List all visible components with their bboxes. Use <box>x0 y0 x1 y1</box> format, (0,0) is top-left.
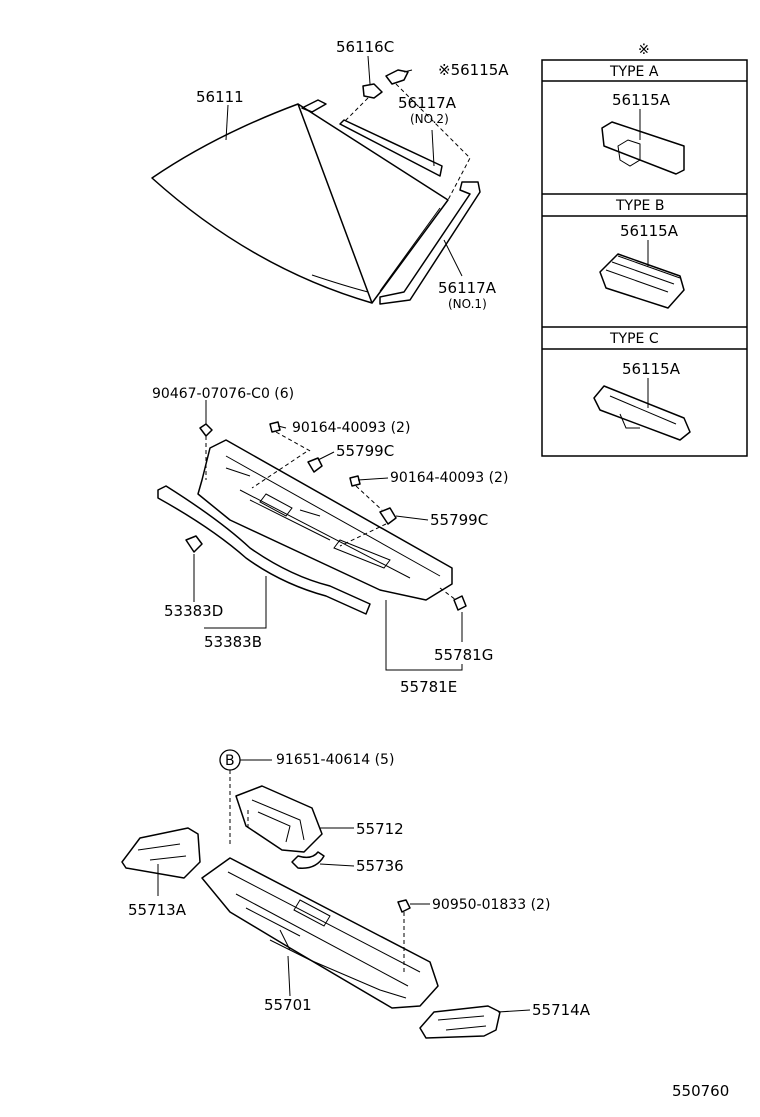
leader-line <box>367 55 371 85</box>
windshield-moulding-no1 <box>379 181 481 305</box>
label-55701: 55701 <box>264 996 312 1014</box>
label-90164-a: 90164-40093 (2) <box>292 420 410 436</box>
leader-line <box>319 863 355 867</box>
label-55781e: 55781E <box>400 678 457 696</box>
leader-line <box>287 955 291 997</box>
label-90164-b: 90164-40093 (2) <box>390 470 508 486</box>
bracket-55714a <box>419 1005 501 1039</box>
label-56115a: ※56115A <box>438 61 509 79</box>
type-a-part: 56115A <box>612 91 671 109</box>
circle-b-marker: B <box>219 749 241 771</box>
cowl-side-panel-55712 <box>235 785 323 853</box>
leader-line <box>403 69 413 73</box>
clips-cowl <box>185 421 467 611</box>
cowl-top-ventilator <box>197 439 453 601</box>
type-inset: ※ TYPE A 56115A TYPE B 56115A TYPE C 561… <box>541 42 748 457</box>
hood-seal <box>157 485 371 615</box>
clip-56116c <box>362 83 383 99</box>
leader-line <box>225 104 229 141</box>
windshield-glass <box>151 103 449 304</box>
label-53383d: 53383D <box>164 602 223 620</box>
dashed-guide <box>395 83 471 201</box>
label-55799c-b: 55799C <box>430 511 488 529</box>
cowl-panel-55701 <box>201 857 439 1009</box>
leader-line <box>357 477 389 481</box>
clip-type-c <box>593 385 691 441</box>
dashed-guide <box>343 97 369 123</box>
type-b-part: 56115A <box>620 222 679 240</box>
label-55712: 55712 <box>356 820 404 838</box>
leader-line <box>431 129 435 167</box>
dashed-guide <box>251 451 307 489</box>
label-55781g: 55781G <box>434 646 493 664</box>
leader-line <box>395 515 429 521</box>
label-55713a: 55713A <box>128 901 187 919</box>
inset-note-mark: ※ <box>638 42 650 58</box>
type-c-part: 56115A <box>622 360 681 378</box>
label-91651: 91651-40614 (5) <box>276 752 394 768</box>
label-90467: 90467-07076-C0 (6) <box>152 386 294 402</box>
type-b-title: TYPE B <box>615 198 664 214</box>
bracket-55713a <box>121 827 201 879</box>
leader-line <box>277 425 287 429</box>
clip-type-b <box>599 253 685 309</box>
type-c-title: TYPE C <box>609 331 659 347</box>
leader-line <box>317 451 335 461</box>
label-55714a: 55714A <box>532 1001 591 1019</box>
label-56117a-no1: 56117A <box>438 279 497 297</box>
label-56116c: 56116C <box>336 38 394 56</box>
leader-line <box>385 600 463 671</box>
label-90950: 90950-01833 (2) <box>432 897 550 913</box>
label-55799c-a: 55799C <box>336 442 394 460</box>
dashed-guide <box>439 587 457 601</box>
label-56111: 56111 <box>196 88 244 106</box>
clip-56115a <box>385 69 409 85</box>
leader-line <box>443 239 463 277</box>
label-no1: (NO.1) <box>448 297 487 311</box>
label-56117a-no2: 56117A <box>398 94 457 112</box>
circle-b-letter: B <box>225 753 235 769</box>
leader-line <box>497 1009 531 1013</box>
label-no2: (NO.2) <box>410 112 449 126</box>
bolt-90950 <box>397 899 411 913</box>
seal-55736 <box>291 851 325 869</box>
label-53383b: 53383B <box>204 633 262 651</box>
dashed-guide <box>355 485 383 511</box>
clip-type-a <box>601 121 685 175</box>
leader-line <box>204 576 267 629</box>
windshield-moulding-no2 <box>301 99 443 177</box>
diagram-id: 550760 <box>672 1082 729 1100</box>
label-55736: 55736 <box>356 857 404 875</box>
type-a-title: TYPE A <box>609 64 659 80</box>
dashed-guide <box>339 523 387 547</box>
